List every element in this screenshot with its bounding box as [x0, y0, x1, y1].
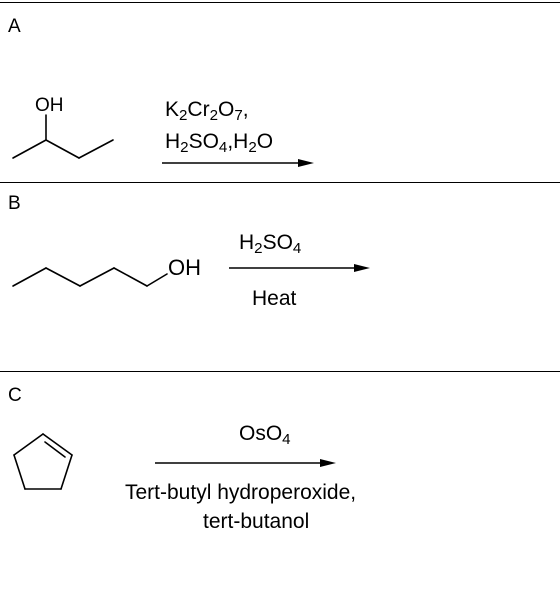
bond-c4-c5 [113, 267, 148, 287]
divider-a-b [0, 182, 560, 183]
reaction-b-scheme: OH [12, 255, 370, 287]
reagent-tert-butanol: tert-butanol [203, 510, 310, 533]
reagent-sulfuric-water: H2SO4,H2O [165, 130, 274, 157]
divider-b-c [0, 371, 560, 372]
panel-c: C OsO4 Tert-butyl hydroperoxide, tert-bu… [0, 371, 560, 592]
hydroxyl-label-a: OH [35, 95, 64, 116]
panel-label-a: A [8, 16, 21, 37]
reagent-tbhp: Tert-butyl hydroperoxide, [125, 481, 357, 504]
bond-c3-c4 [78, 139, 114, 159]
bond-c1-c2 [12, 139, 47, 159]
panel-label-c: C [8, 385, 22, 406]
hydroxyl-label-b: OH [168, 255, 201, 280]
pentan-1-ol-structure [12, 267, 168, 287]
reaction-c-scheme [13, 433, 336, 490]
reagent-heat: Heat [252, 287, 297, 310]
reagent-dichromate: K2Cr2O7, [165, 98, 249, 125]
reagent-sulfuric-acid: H2SO4 [239, 231, 302, 258]
butan-2-ol-structure [12, 114, 114, 159]
reaction-arrow-b [229, 264, 370, 272]
panel-label-b: B [8, 193, 21, 214]
reaction-arrow-c [155, 459, 336, 467]
bond-c3-c4 [79, 267, 115, 287]
bond-c2-c3 [45, 267, 81, 287]
bond-c4-c5 [13, 454, 26, 490]
reaction-a-scheme: OH [12, 95, 314, 167]
double-bond-inner [44, 441, 66, 458]
reaction-arrow-a [162, 159, 314, 167]
panel-a: A OH K2Cr2O7, H2SO4,H2O [0, 0, 560, 182]
bond-c1-c2 [12, 267, 47, 287]
top-border [0, 2, 560, 3]
panel-b: B OH H2SO4 Heat [0, 182, 560, 371]
bond-c1-c2 [42, 433, 73, 456]
reagent-osmium-tetroxide: OsO4 [239, 422, 291, 449]
bond-c2-c3 [60, 454, 73, 490]
bond-c5-c1 [13, 433, 44, 456]
bond-c2-c3 [45, 139, 80, 159]
bond-c5-o [146, 273, 168, 287]
cyclopentene-structure [13, 433, 73, 490]
